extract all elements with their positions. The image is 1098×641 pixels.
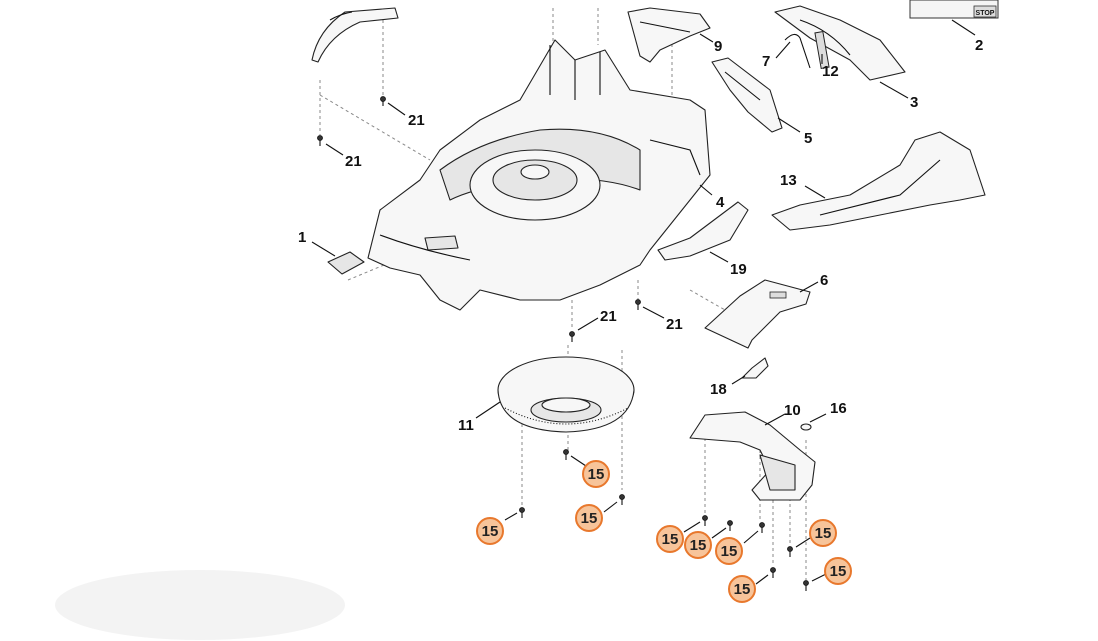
part-6-guard: [704, 279, 819, 349]
callout-7: 7: [762, 53, 770, 70]
svg-text:15: 15: [815, 525, 832, 542]
screw-15-c: [619, 494, 625, 505]
callout-9: 9: [714, 38, 722, 55]
screws: [317, 96, 809, 591]
callout-10: 10: [784, 402, 801, 419]
svg-text:15: 15: [721, 543, 738, 560]
part-3-handle-cover: [774, 5, 909, 99]
callout-4: 4: [716, 194, 725, 211]
screw-21-left: [317, 135, 323, 146]
svg-text:15: 15: [482, 523, 499, 540]
part-19-strip: [657, 201, 749, 263]
screw-15-f: [759, 522, 765, 533]
part-7-cable: [775, 33, 811, 69]
highlighted-callouts-15: 15 15 15 15 15 15 15 15: [476, 460, 852, 603]
callout-2: 2: [975, 37, 983, 54]
callout-19: 19: [730, 261, 747, 278]
part-16-washer: [800, 413, 827, 431]
callout-15-c[interactable]: 15: [575, 504, 603, 532]
screw-21-right: [635, 299, 641, 310]
callout-21-left: 21: [345, 153, 362, 170]
callout-15-f[interactable]: 15: [715, 537, 743, 565]
part-10-housing: [689, 411, 816, 501]
screw-21-center: [569, 331, 575, 342]
svg-text:15: 15: [734, 581, 751, 598]
callout-6: 6: [820, 272, 828, 289]
callout-15-i[interactable]: 15: [824, 557, 852, 585]
screw-15-h: [770, 567, 776, 578]
background-smudge: [55, 570, 345, 640]
callout-15-h[interactable]: 15: [728, 575, 756, 603]
svg-text:15: 15: [830, 563, 847, 580]
svg-text:15: 15: [690, 537, 707, 554]
part-5-bracket: [711, 57, 801, 133]
screw-15-e: [727, 520, 733, 531]
screw-15-d: [702, 515, 708, 526]
svg-text:15: 15: [581, 510, 598, 527]
callout-12: 12: [822, 63, 839, 80]
callout-15-g[interactable]: 15: [809, 519, 837, 547]
part-9: [627, 7, 714, 63]
callout-16: 16: [830, 400, 847, 417]
stop-label: STOP: [976, 10, 995, 17]
part-4-mower-deck: [367, 39, 713, 311]
part-11-bowl: [475, 356, 635, 433]
callout-11: 11: [458, 417, 474, 434]
screw-15-i: [803, 580, 809, 591]
screw-leaders: [325, 102, 827, 585]
callout-18: 18: [710, 381, 727, 398]
deflector-partial: [311, 7, 399, 63]
screw-15-a: [563, 449, 569, 460]
callout-21-center: 21: [600, 308, 617, 325]
svg-text:15: 15: [588, 466, 605, 483]
callout-labels: 1 2 3 4 5 6 7 9 10 11 12 13 16 18 19 21 …: [298, 37, 983, 434]
callout-13: 13: [780, 172, 797, 189]
callout-15-a[interactable]: 15: [582, 460, 610, 488]
part-18-clip: [731, 357, 769, 385]
part-12-spring: [814, 30, 830, 70]
callout-1: 1: [298, 229, 306, 246]
callout-5: 5: [804, 130, 812, 147]
part-13-duct: [771, 131, 986, 231]
screw-15-b: [519, 507, 525, 518]
callout-21-top: 21: [408, 112, 425, 129]
part-2-label-plate: STOP: [909, 0, 999, 36]
callout-3: 3: [910, 94, 918, 111]
callout-15-b[interactable]: 15: [476, 517, 504, 545]
screw-21-top: [380, 96, 386, 106]
part-1-sticker: [311, 241, 365, 275]
callout-15-e[interactable]: 15: [684, 531, 712, 559]
callout-21-right: 21: [666, 316, 683, 333]
screw-15-g: [787, 546, 793, 557]
callout-15-d[interactable]: 15: [656, 525, 684, 553]
svg-text:15: 15: [662, 531, 679, 548]
